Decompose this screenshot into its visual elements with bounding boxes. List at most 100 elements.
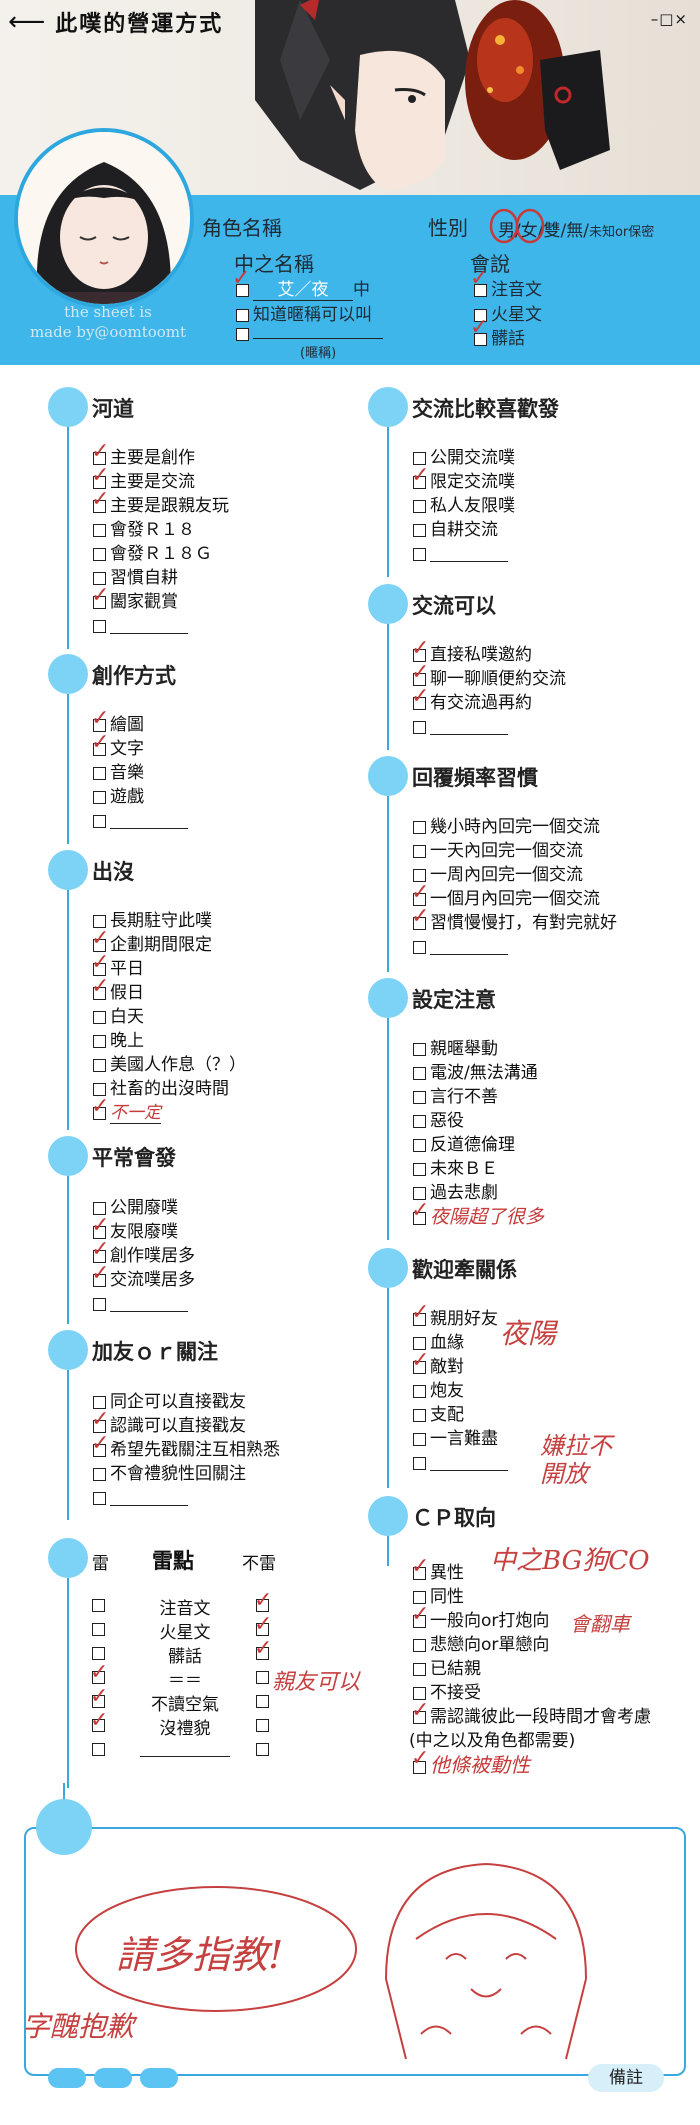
checkbox[interactable] bbox=[93, 619, 106, 633]
gender-both[interactable]: 雙 bbox=[543, 221, 561, 241]
list-item[interactable]: 認識可以直接戳友✓ bbox=[91, 1408, 280, 1438]
checkbox[interactable] bbox=[93, 1201, 106, 1215]
list-item[interactable]: 一周內回完一個交流 bbox=[413, 863, 617, 887]
mine-right-checkbox[interactable] bbox=[256, 1743, 269, 1756]
nickname-checkbox[interactable] bbox=[236, 327, 249, 341]
mine-left-checkbox[interactable] bbox=[92, 1623, 105, 1636]
checkbox[interactable] bbox=[413, 1456, 426, 1470]
checkbox[interactable] bbox=[93, 1225, 106, 1239]
list-item[interactable]: 血緣 bbox=[413, 1331, 508, 1355]
checkbox[interactable] bbox=[413, 1408, 426, 1422]
list-item[interactable]: 創作噗居多✓ bbox=[91, 1238, 195, 1268]
checkbox[interactable] bbox=[413, 1384, 426, 1398]
list-item[interactable]: 電波/無法溝通 bbox=[413, 1061, 544, 1085]
speak-item-2[interactable]: 髒話 bbox=[474, 324, 525, 349]
list-item[interactable]: 幾小時內回完一個交流 bbox=[413, 815, 617, 839]
list-item[interactable] bbox=[93, 809, 188, 833]
list-item[interactable] bbox=[413, 935, 617, 959]
checkbox[interactable] bbox=[93, 1491, 106, 1505]
checkbox[interactable] bbox=[413, 672, 426, 686]
checkbox[interactable] bbox=[93, 1010, 106, 1024]
list-item[interactable]: 私人友限噗 bbox=[413, 494, 515, 518]
speak-item-0[interactable]: 注音文 bbox=[474, 275, 542, 300]
list-item[interactable]: 已結親 bbox=[413, 1657, 651, 1681]
list-item[interactable]: 文字✓ bbox=[91, 731, 188, 761]
list-item[interactable]: 敵對✓ bbox=[411, 1349, 508, 1379]
list-item[interactable]: 不會禮貌性回關注 bbox=[93, 1462, 280, 1486]
list-item[interactable]: 公開交流噗 bbox=[413, 446, 515, 470]
checkbox[interactable] bbox=[413, 1066, 426, 1080]
checkbox[interactable] bbox=[413, 1114, 426, 1128]
mine-left-checkbox[interactable] bbox=[92, 1695, 105, 1708]
checkbox[interactable] bbox=[413, 547, 426, 561]
blank-field[interactable] bbox=[430, 940, 508, 955]
list-item[interactable]: 美國人作息（？） bbox=[93, 1053, 246, 1077]
checkbox[interactable] bbox=[413, 1336, 426, 1350]
mine-left-checkbox[interactable] bbox=[92, 1647, 105, 1660]
list-item[interactable]: 習慣自耕 bbox=[93, 566, 229, 590]
checkbox[interactable] bbox=[93, 499, 106, 513]
list-item[interactable]: 親暱舉動 bbox=[413, 1037, 544, 1061]
handwritten-item[interactable]: 他條被動性 bbox=[430, 1753, 530, 1777]
list-item[interactable]: 限定交流噗✓ bbox=[411, 464, 515, 494]
list-item[interactable]: 他條被動性✓ bbox=[411, 1747, 651, 1778]
list-item[interactable] bbox=[413, 542, 515, 566]
list-item[interactable]: 夜陽超了很多✓ bbox=[411, 1199, 545, 1229]
list-item[interactable]: 長期駐守此噗 bbox=[93, 909, 246, 933]
mine-right-checkbox[interactable] bbox=[256, 1719, 269, 1732]
window-controls[interactable]: –□× bbox=[650, 10, 688, 28]
list-item[interactable]: 異性✓ bbox=[411, 1555, 651, 1585]
remark-button[interactable]: 備註 bbox=[588, 2064, 664, 2092]
checkbox[interactable] bbox=[413, 1138, 426, 1152]
list-item[interactable]: 自耕交流 bbox=[413, 518, 515, 542]
checkbox[interactable] bbox=[93, 547, 106, 561]
list-item[interactable]: 不接受 bbox=[413, 1681, 651, 1705]
checkbox[interactable] bbox=[93, 1273, 106, 1287]
checkbox[interactable] bbox=[93, 1467, 106, 1481]
list-item[interactable]: 反道德倫理 bbox=[413, 1133, 544, 1157]
checkbox[interactable] bbox=[93, 451, 106, 465]
speak-item-1[interactable]: 火星文 bbox=[474, 300, 542, 325]
call-option-checkbox[interactable] bbox=[236, 308, 249, 322]
list-item[interactable]: 直接私噗邀約✓ bbox=[411, 637, 566, 667]
checkbox[interactable] bbox=[413, 916, 426, 930]
blank-field[interactable] bbox=[110, 619, 188, 634]
checkbox[interactable] bbox=[413, 1162, 426, 1176]
list-item[interactable]: 主要是跟親友玩✓ bbox=[91, 488, 229, 518]
blank-field[interactable] bbox=[430, 1456, 508, 1471]
checkbox[interactable] bbox=[93, 742, 106, 756]
checkbox[interactable] bbox=[93, 914, 106, 928]
list-item[interactable] bbox=[413, 715, 566, 739]
checkbox[interactable] bbox=[93, 766, 106, 780]
footer-pill-3[interactable] bbox=[140, 2068, 178, 2088]
list-item[interactable]: 社畜的出沒時間 bbox=[93, 1077, 246, 1101]
mine-left-checkbox[interactable] bbox=[92, 1599, 105, 1612]
checkbox[interactable] bbox=[413, 1662, 426, 1676]
mine-left-checkbox[interactable] bbox=[92, 1671, 105, 1684]
checkbox[interactable] bbox=[93, 1058, 106, 1072]
checkbox[interactable] bbox=[413, 451, 426, 465]
gender-female[interactable]: 女 bbox=[520, 221, 538, 241]
checkbox[interactable] bbox=[93, 1395, 106, 1409]
mine-right-checkbox[interactable] bbox=[256, 1599, 269, 1612]
footer-pill-2[interactable] bbox=[94, 2068, 132, 2088]
speak-checkbox[interactable] bbox=[474, 283, 487, 297]
list-item[interactable]: 主要是創作✓ bbox=[91, 440, 229, 470]
checkbox[interactable] bbox=[413, 1760, 426, 1774]
list-item[interactable]: 遊戲 bbox=[93, 785, 188, 809]
list-item[interactable] bbox=[93, 1292, 195, 1316]
blank-field[interactable] bbox=[430, 547, 508, 562]
footer-pill-1[interactable] bbox=[48, 2068, 86, 2088]
list-item[interactable]: 音樂 bbox=[93, 761, 188, 785]
list-item[interactable]: 闔家觀賞✓ bbox=[91, 584, 229, 614]
list-item[interactable]: 同企可以直接戳友 bbox=[93, 1390, 280, 1414]
list-item[interactable]: 企劃期間限定✓ bbox=[91, 927, 246, 957]
list-item[interactable]: 炮友 bbox=[413, 1379, 508, 1403]
checkbox[interactable] bbox=[413, 1566, 426, 1580]
handwritten-item[interactable]: 不一定 bbox=[110, 1103, 161, 1124]
handwritten-item[interactable]: 夜陽超了很多 bbox=[430, 1206, 545, 1228]
nakano-checkbox[interactable] bbox=[236, 283, 249, 297]
list-item[interactable]: 同性 bbox=[413, 1585, 651, 1609]
list-item[interactable]: 聊一聊順便約交流✓ bbox=[411, 661, 566, 691]
checkbox[interactable] bbox=[93, 962, 106, 976]
